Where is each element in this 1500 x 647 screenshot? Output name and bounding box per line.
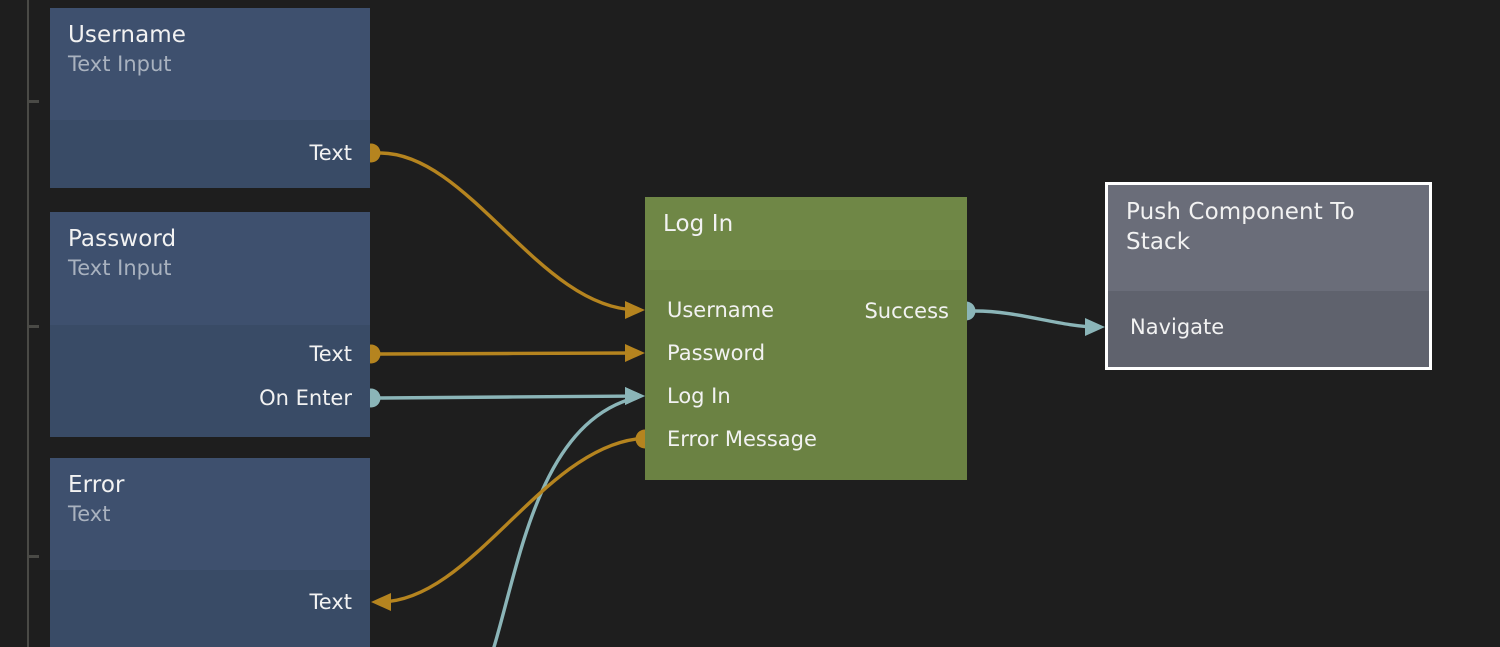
port-label-on-enter[interactable]: On Enter: [259, 386, 352, 410]
wire-username-text-to-login-username[interactable]: [378, 151, 645, 319]
port-label-success[interactable]: Success: [864, 299, 949, 323]
wire-password-text-to-login-password[interactable]: [378, 344, 645, 362]
node-header[interactable]: Push Component To Stack: [1108, 185, 1429, 291]
wire-login-success-to-push-navigate[interactable]: [973, 309, 1105, 336]
wire-arrowhead: [625, 387, 645, 405]
port-label-log-in[interactable]: Log In: [667, 384, 731, 408]
rail-tick-1: [28, 325, 39, 328]
node-title: Username: [68, 22, 187, 48]
node-subtitle: Text Input: [68, 256, 172, 280]
node-body: [645, 270, 967, 480]
node-title: Password: [68, 226, 177, 252]
wire-arrowhead: [1085, 318, 1105, 336]
port-label-username[interactable]: Username: [667, 298, 775, 322]
wire-arrowhead: [371, 593, 391, 611]
node-title: Log In: [663, 211, 734, 237]
port-label-password[interactable]: Password: [667, 341, 766, 365]
wire-password-onenter-to-login-login[interactable]: [378, 387, 645, 405]
node-body: [1108, 291, 1429, 367]
port-label-error-message[interactable]: Error Message: [667, 427, 817, 451]
wire-login-errormessage-to-error-text[interactable]: [371, 437, 638, 611]
port-label-text[interactable]: Text: [309, 141, 352, 165]
port-label-navigate[interactable]: Navigate: [1130, 315, 1225, 339]
node-body: [50, 570, 370, 647]
rail-tick-0: [28, 100, 39, 103]
node-header[interactable]: Log In: [645, 197, 967, 270]
node-title: Push Component To Stack: [1126, 199, 1363, 255]
port-label-text[interactable]: Text: [309, 590, 352, 614]
wire-arrowhead: [625, 387, 645, 405]
node-subtitle: Text Input: [68, 52, 172, 76]
wire-offscreen-to-login-login[interactable]: [492, 387, 645, 647]
node-body: [50, 325, 370, 437]
rail-tick-2: [28, 555, 39, 558]
rail-vertical-line: [27, 0, 29, 647]
node-title: Error: [68, 472, 125, 498]
node-subtitle: Text: [68, 502, 111, 526]
node-body: [50, 120, 370, 188]
wire-arrowhead: [625, 344, 645, 362]
wire-arrowhead: [625, 301, 645, 319]
port-label-text[interactable]: Text: [309, 342, 352, 366]
